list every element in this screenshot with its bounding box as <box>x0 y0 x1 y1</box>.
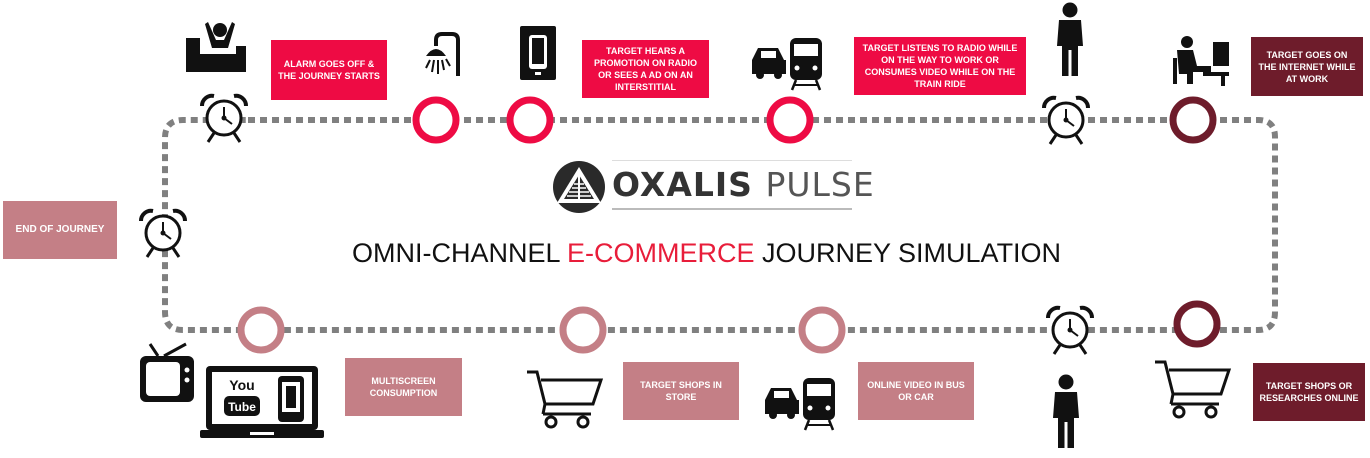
person-icon <box>1053 374 1079 448</box>
step-end-label: END OF JOURNEY <box>3 201 117 259</box>
journey-track <box>162 117 1278 333</box>
milestone-shops-store <box>559 306 607 354</box>
car-train-icon <box>750 36 824 92</box>
step-shops-online-label: TARGET SHOPS OR RESEARCHES ONLINE <box>1253 363 1365 421</box>
tablet-icon <box>520 26 556 80</box>
shopping-cart-icon <box>525 370 603 429</box>
office-work-icon <box>1173 36 1229 86</box>
milestone-online-video <box>798 306 846 354</box>
oxalis-logo-icon <box>553 161 605 213</box>
laptop-youtube-icon: You Tube <box>200 366 324 438</box>
step-radio-label: TARGET LISTENS TO RADIO WHILE ON THE WAY… <box>854 37 1026 95</box>
page-title: OMNI-CHANNEL E-COMMERCE JOURNEY SIMULATI… <box>352 238 1092 269</box>
shower-icon <box>425 32 460 76</box>
alarm-clock-icon <box>138 208 188 259</box>
logo-rule-top <box>612 160 852 161</box>
milestone-internet <box>1169 96 1217 144</box>
svg-text:Tube: Tube <box>228 400 256 414</box>
svg-text:You: You <box>229 377 254 393</box>
milestone-multiscreen <box>237 306 285 354</box>
step-multiscreen-label: MULTISCREEN CONSUMPTION <box>345 358 462 416</box>
alarm-clock-icon <box>199 93 249 144</box>
logo-rule <box>612 208 852 210</box>
step-online-video-label: ONLINE VIDEO IN BUS OR CAR <box>858 362 974 420</box>
step-internet-label: TARGET GOES ON THE INTERNET WHILE AT WOR… <box>1251 37 1363 96</box>
step-shops-store-label: TARGET SHOPS IN STORE <box>623 362 739 420</box>
milestone-shops-online <box>1173 300 1221 348</box>
title-suffix: JOURNEY SIMULATION <box>754 238 1062 268</box>
title-prefix: OMNI-CHANNEL <box>352 238 568 268</box>
person-icon <box>1057 2 1083 76</box>
car-train-icon <box>763 376 837 432</box>
brand-name-bold: OXALIS <box>612 165 753 204</box>
wake-up-icon <box>186 22 246 72</box>
alarm-clock-icon <box>1045 305 1095 356</box>
step-promotion-label: TARGET HEARS A PROMOTION ON RADIO OR SEE… <box>582 40 709 98</box>
shopping-cart-icon <box>1153 360 1231 419</box>
title-accent: E-COMMERCE <box>567 238 755 268</box>
tv-icon <box>140 342 194 402</box>
brand-name-light: PULSE <box>765 165 875 204</box>
milestone-promotion <box>506 96 554 144</box>
brand-logo: OXALIS PULSE <box>612 165 875 204</box>
milestone-alarm <box>412 96 460 144</box>
step-alarm-label: ALARM GOES OFF & THE JOURNEY STARTS <box>271 40 387 100</box>
milestone-radio <box>766 96 814 144</box>
alarm-clock-icon <box>1041 95 1091 146</box>
